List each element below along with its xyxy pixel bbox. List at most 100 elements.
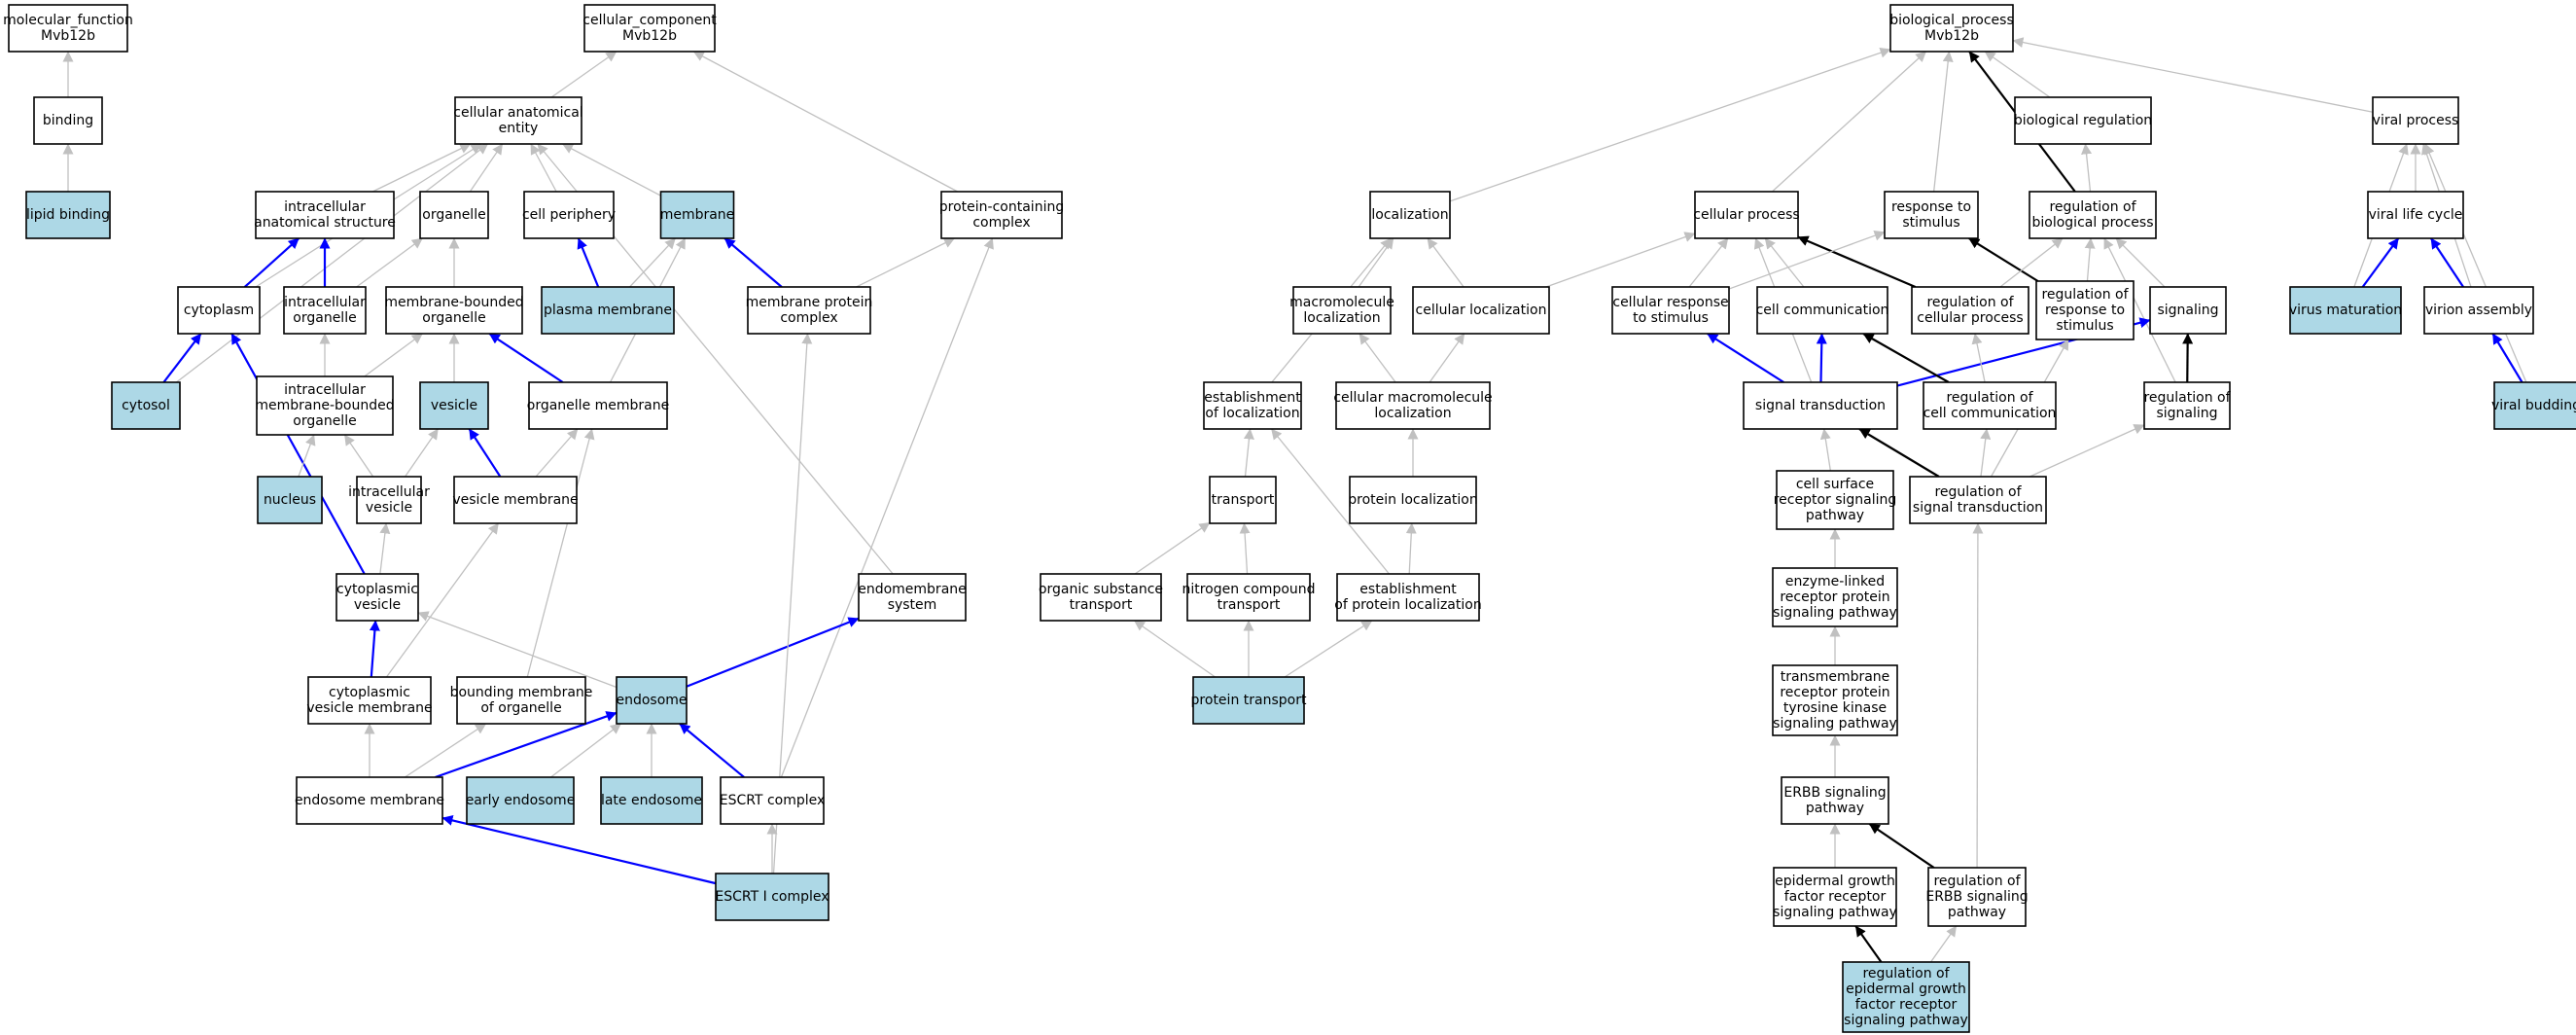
node-virion-assembly[interactable]: virion assembly <box>2423 286 2534 335</box>
node-label: cell periphery <box>522 207 616 223</box>
node-label: ERBB signaling <box>1925 889 2028 905</box>
node-cytoplasm[interactable]: cytoplasm <box>177 286 261 335</box>
node-vesicle[interactable]: vesicle <box>419 381 489 430</box>
node-label: vesicle membrane <box>452 492 578 508</box>
node-nucleus[interactable]: nucleus <box>257 476 323 524</box>
node-localization[interactable]: localization <box>1369 191 1451 239</box>
node-label: Mvb12b <box>1924 28 1979 44</box>
node-label: biological process <box>2032 215 2154 231</box>
node-organelle-membrane[interactable]: organelle membrane <box>527 381 669 430</box>
node-viral-process[interactable]: viral process <box>2372 96 2459 145</box>
node-late-endosome[interactable]: late endosome <box>600 776 703 825</box>
edge-part_of-cytoplasm-to-ias <box>243 237 300 288</box>
edge-is_a-signaling-to-rbp <box>2115 237 2166 288</box>
node-cytosol[interactable]: cytosol <box>111 381 181 430</box>
node-box <box>1611 286 1730 335</box>
node-cell-periphery[interactable]: cell periphery <box>522 191 616 239</box>
node-label: organelle <box>422 310 485 326</box>
node-cell-process[interactable]: cellular process <box>1693 191 1800 239</box>
node-endosome[interactable]: endosome <box>616 676 688 725</box>
node-box <box>715 873 829 921</box>
node-protein-loc[interactable]: protein localization <box>1348 476 1478 524</box>
node-label: transport <box>1217 597 1281 613</box>
node-box <box>2493 381 2576 430</box>
node-label: regulation of <box>1934 484 2022 500</box>
edge-is_a-iv-to-vesicle <box>405 428 439 478</box>
node-box <box>1927 867 2027 927</box>
edge-is_a-bio_reg-to-bp_root <box>1984 51 2051 98</box>
node-cell-loc[interactable]: cellular localization <box>1412 286 1550 335</box>
node-label: of organelle <box>480 700 561 716</box>
node-box <box>1772 567 1898 627</box>
node-vlc[interactable]: viral life cycle <box>2367 191 2464 239</box>
node-label: intracellular <box>284 295 366 310</box>
node-protein-transport[interactable]: protein transport <box>1191 676 1307 725</box>
node-box <box>283 286 367 335</box>
node-box <box>111 381 181 430</box>
node-box <box>1756 286 1888 335</box>
node-escrt1[interactable]: ESCRT I complex <box>715 873 829 921</box>
edge-is_a-localization-to-bp_root <box>1449 47 1891 202</box>
node-virus-maturation[interactable]: virus maturation <box>2289 286 2402 335</box>
node-box <box>1349 476 1477 524</box>
node-membrane[interactable]: membrane <box>660 191 735 239</box>
node-cell-comm[interactable]: cell communication <box>1756 286 1889 335</box>
edge-is_a-rrs-to-rbp <box>2084 237 2096 282</box>
node-bio-reg[interactable]: biological regulation <box>2014 96 2152 145</box>
node-binding[interactable]: binding <box>33 96 103 145</box>
node-box <box>2014 96 2152 145</box>
node-viral-budding[interactable]: viral budding <box>2491 381 2576 430</box>
edge-is_a-membrane-to-cae <box>562 143 661 196</box>
node-plasma-membrane[interactable]: plasma membrane <box>541 286 675 335</box>
node-lipid-binding[interactable]: lipid binding <box>25 191 111 239</box>
node-sig-trans[interactable]: signal transduction <box>1743 381 1898 430</box>
node-vesicle-membrane[interactable]: vesicle membrane <box>452 476 579 524</box>
node-organelle[interactable]: organelle <box>419 191 489 239</box>
node-label: cytoplasm <box>184 303 254 318</box>
node-escrt[interactable]: ESCRT complex <box>720 776 826 825</box>
node-signaling[interactable]: signaling <box>2149 286 2227 335</box>
node-early-endosome[interactable]: early endosome <box>466 776 576 825</box>
node-label: pathway <box>1948 905 2006 920</box>
node-endosome-membrane[interactable]: endosome membrane <box>295 776 444 825</box>
node-box <box>583 4 716 53</box>
node-box <box>419 381 489 430</box>
node-transport[interactable]: transport <box>1209 476 1277 524</box>
